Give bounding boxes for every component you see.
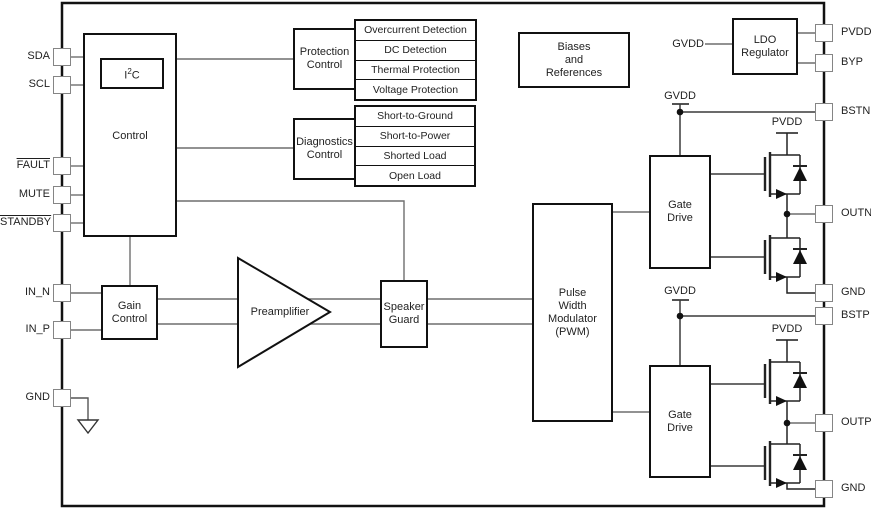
control-block: I2C Control bbox=[83, 33, 177, 237]
pin-in-p bbox=[53, 321, 71, 339]
gain-control-block: Gain Control bbox=[101, 285, 158, 340]
ldo-regulator-block: LDO Regulator bbox=[732, 18, 798, 75]
pin-gnd-left-label: GND bbox=[25, 391, 50, 403]
pin-gnd-n-label: GND bbox=[841, 286, 866, 298]
gvdd-rail-p-label: GVDD bbox=[664, 285, 696, 297]
pin-in-n-label: IN_N bbox=[24, 286, 50, 298]
pin-outp bbox=[815, 414, 833, 432]
protection-feature-row: DC Detection bbox=[356, 39, 475, 60]
diagnostics-control-block: Diagnostics Control bbox=[293, 118, 356, 180]
pin-standby-label: STANDBY bbox=[0, 216, 52, 228]
pin-scl-label: SCL bbox=[28, 78, 50, 90]
pin-sda-label: SDA bbox=[27, 50, 50, 62]
pvdd-rail-n-label: PVDD bbox=[771, 116, 803, 128]
pin-bstn-label: BSTN bbox=[841, 105, 871, 117]
i2c-block: I2C bbox=[100, 58, 164, 89]
gvdd-rail-n-label: GVDD bbox=[664, 90, 696, 102]
pin-pvdd-label: PVDD bbox=[841, 26, 871, 38]
protection-feature-row: Overcurrent Detection bbox=[364, 24, 467, 37]
control-block-label: Control bbox=[112, 130, 148, 142]
mosfet-p-lowside bbox=[763, 423, 815, 490]
pin-in-p-label: IN_P bbox=[25, 323, 50, 335]
pin-fault-label: FAULT bbox=[16, 159, 50, 171]
diagnostics-feature-row: Open Load bbox=[356, 165, 474, 185]
pin-byp-label: BYP bbox=[841, 56, 864, 68]
pin-pvdd bbox=[815, 24, 833, 42]
junction-dots bbox=[676, 108, 791, 427]
pin-fault bbox=[53, 157, 71, 175]
pin-outn-label: OUTN bbox=[841, 207, 871, 219]
preamplifier-triangle bbox=[237, 256, 332, 369]
pin-bstp bbox=[815, 307, 833, 325]
signal-wires bbox=[71, 32, 815, 424]
mosfet-n-lowside bbox=[763, 214, 815, 294]
speaker-guard-block: Speaker Guard bbox=[380, 280, 428, 348]
pin-sda bbox=[53, 48, 71, 66]
pin-byp bbox=[815, 54, 833, 72]
pin-mute bbox=[53, 186, 71, 204]
pin-bstp-label: BSTP bbox=[841, 309, 870, 321]
pvdd-rail-p-label: PVDD bbox=[771, 323, 803, 335]
diagnostics-feature-row: Short-to-Ground bbox=[377, 110, 453, 123]
protection-control-block: Protection Control bbox=[293, 28, 356, 90]
protection-feature-row: Voltage Protection bbox=[356, 79, 475, 99]
pin-outn bbox=[815, 205, 833, 223]
ground-symbol bbox=[71, 397, 100, 435]
pin-scl bbox=[53, 76, 71, 94]
pin-bstn bbox=[815, 103, 833, 121]
i2c-label: I bbox=[124, 69, 128, 82]
pin-gnd-left bbox=[53, 389, 71, 407]
pin-gnd-n bbox=[815, 284, 833, 302]
gvdd-ldo-label: GVDD bbox=[672, 38, 704, 50]
pin-outp-label: OUTP bbox=[841, 416, 871, 428]
pin-gnd-p-label: GND bbox=[841, 482, 866, 494]
diagnostics-feature-row: Short-to-Power bbox=[356, 125, 474, 146]
pin-mute-label: MUTE bbox=[18, 188, 50, 200]
diagnostics-feature-list: Short-to-Ground Short-to-Power Shorted L… bbox=[354, 105, 476, 187]
chip-border bbox=[60, 1, 826, 508]
protection-feature-list: Overcurrent Detection DC Detection Therm… bbox=[354, 19, 477, 101]
gate-drive-p-block: Gate Drive bbox=[649, 365, 711, 478]
preamplifier-label: Preamplifier bbox=[250, 306, 310, 318]
pwm-block: Pulse Width Modulator (PWM) bbox=[532, 203, 613, 422]
pin-standby bbox=[53, 214, 71, 232]
mosfet-n-highside bbox=[763, 133, 807, 214]
pin-in-n bbox=[53, 284, 71, 302]
protection-feature-row: Thermal Protection bbox=[356, 59, 475, 80]
biases-references-block: Biases and References bbox=[518, 32, 630, 88]
gate-drive-n-block: Gate Drive bbox=[649, 155, 711, 269]
pin-gnd-p bbox=[815, 480, 833, 498]
mosfet-p-highside bbox=[763, 340, 807, 423]
diagnostics-feature-row: Shorted Load bbox=[356, 145, 474, 166]
